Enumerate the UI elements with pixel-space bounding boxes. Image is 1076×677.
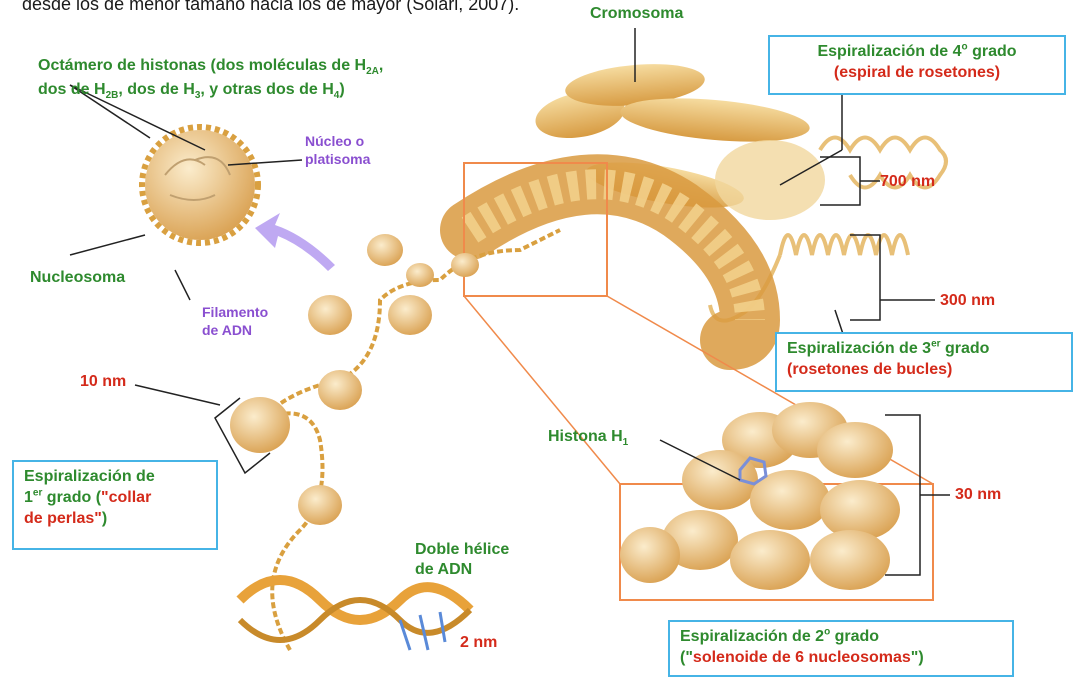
label-histona: Histona H1 — [548, 427, 628, 447]
label-cromosoma: Cromosoma — [590, 4, 683, 24]
label-octamero-line1: Octámero de histonas (dos moléculas de H… — [38, 56, 383, 76]
label-30nm: 30 nm — [955, 485, 1001, 505]
box-grado-4: Espiralización de 4o grado (espiral de r… — [768, 35, 1066, 95]
figure-caption: desde los de menor tamaño hacia los de m… — [22, 0, 519, 15]
label-300nm: 300 nm — [940, 291, 995, 311]
label-nucleosoma: Nucleosoma — [30, 268, 125, 288]
box-grado-3: Espiralización de 3er grado (rosetones d… — [775, 332, 1073, 392]
nucleosome-shape — [142, 127, 258, 243]
label-10nm: 10 nm — [80, 372, 126, 392]
label-octamero-line2: dos de H2B, dos de H3, y otras dos de H4… — [38, 80, 345, 100]
box-grado-2: Espiralización de 2o grado ("solenoide d… — [668, 620, 1014, 677]
purple-arrow — [255, 213, 335, 271]
solenoid-fiber — [470, 184, 750, 340]
label-2nm: 2 nm — [460, 633, 497, 653]
label-700nm: 700 nm — [880, 172, 935, 192]
box-grado-1: Espiralización de 1er grado ("collar de … — [12, 460, 218, 550]
solenoid-zoom — [620, 402, 900, 590]
